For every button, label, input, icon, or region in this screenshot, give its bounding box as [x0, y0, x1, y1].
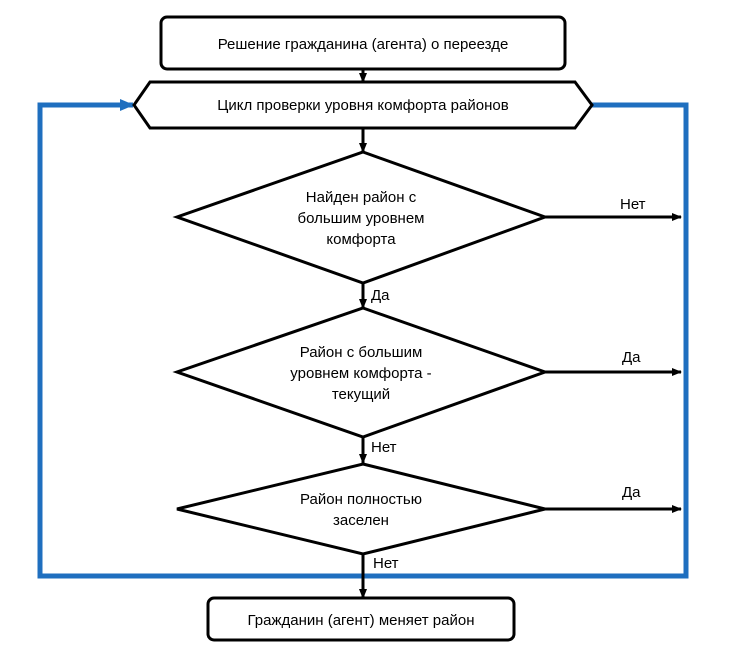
- loop-back-line-right: [363, 102, 689, 579]
- end-box-label: Гражданин (агент) меняет район: [248, 612, 475, 629]
- end-box: [206, 596, 516, 642]
- decision2-line-1: Район с большим: [300, 344, 423, 361]
- decision3-down-label: Нет: [373, 555, 399, 572]
- decision2-line-2: уровнем комфорта -: [290, 365, 431, 382]
- decision2-right-label: Да: [622, 349, 641, 366]
- decision2-down-label: Нет: [371, 439, 397, 456]
- decision1-line-1: Найден район с: [306, 189, 417, 206]
- decision1-right-label: Нет: [620, 196, 646, 213]
- decision1-line-3: комфорта: [326, 231, 396, 248]
- decision1-line-2: большим уровнем: [298, 210, 425, 227]
- decision3-line-1: Район полностью: [300, 491, 422, 508]
- loop-hexagon: [132, 80, 594, 130]
- decision1-down-label: Да: [371, 287, 390, 304]
- decision3-diamond: [176, 462, 546, 556]
- decision3-line-2: заселен: [333, 512, 389, 529]
- decision2-line-3: текущий: [332, 386, 390, 403]
- loop-hexagon-label: Цикл проверки уровня комфорта районов: [217, 97, 508, 114]
- loop-back-line-left: [37, 99, 363, 579]
- start-box-label: Решение гражданина (агента) о переезде: [218, 36, 509, 53]
- decision3-right-label: Да: [622, 484, 641, 501]
